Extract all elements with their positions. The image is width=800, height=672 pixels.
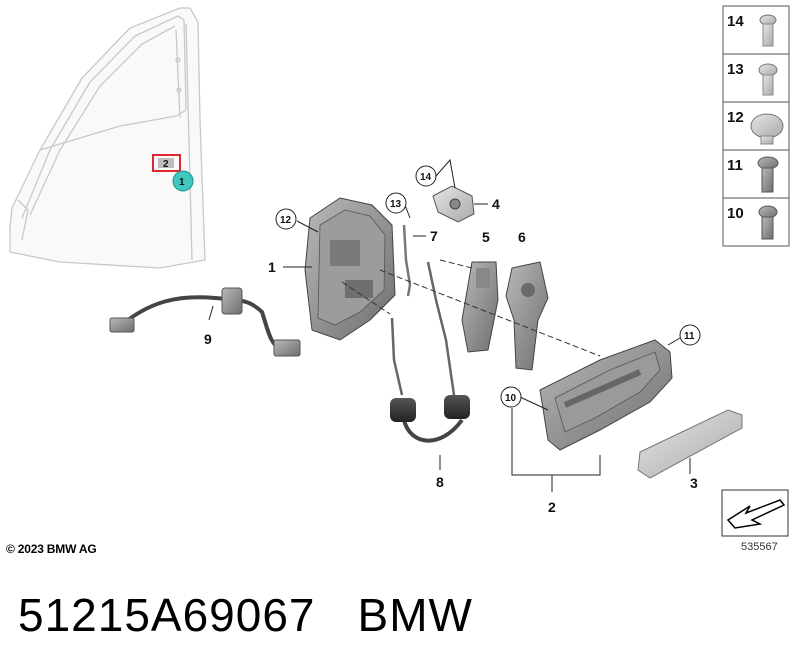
door-panel [9,7,206,269]
part-2-handle-carrier [539,339,673,451]
fastener-label-14: 14 [727,13,744,30]
alignment-lines [341,259,601,357]
door-callout-1: 1 [179,177,185,188]
part-number-caption: 51215A69067 BMW [18,588,515,642]
svg-text:13: 13 [390,199,402,210]
fastener-panel: 14 13 12 11 10 [722,5,790,247]
callout-2: 2 [548,499,556,515]
door-highlight-marker: 2 1 [152,154,194,192]
svg-text:14: 14 [420,172,432,183]
brand-name: BMW [357,589,473,641]
screw-icon [758,63,778,96]
part-3-cover-cap [637,409,743,479]
part-1-lock-housing [304,197,396,341]
fastener-label-11: 11 [727,157,743,174]
callout-6: 6 [518,229,526,245]
exploded-parts-diagram: 2 1 [9,5,790,537]
callout-5: 5 [482,229,490,245]
callout-1: 1 [268,259,276,275]
screw-icon [758,205,778,240]
callout-13-circle: 13 [385,192,407,214]
fastener-label-13: 13 [727,61,744,78]
copyright-text: © 2023 BMW AG [6,542,97,556]
part-number: 51215A69067 [18,589,316,641]
callout-7: 7 [430,228,438,244]
callout-9: 9 [204,331,212,347]
fastener-label-10: 10 [727,205,744,222]
screw-icon [750,113,784,145]
svg-text:10: 10 [505,393,517,404]
callout-8: 8 [436,474,444,490]
fastener-label-12: 12 [727,109,744,126]
callout-10-circle: 10 [500,386,522,408]
part-7-rod [402,224,412,297]
screw-icon [759,14,777,47]
leader-lines [208,158,691,492]
part-4-bracket [432,185,475,223]
screw-icon [757,156,779,193]
callout-4: 4 [492,196,500,212]
callout-14-circle: 14 [415,165,437,187]
part-5-guide [461,261,499,353]
callout-3: 3 [690,475,698,491]
callout-12-circle: 12 [275,208,297,230]
part-8-bowden-cables [390,261,470,443]
reference-arrow-box [721,489,789,537]
callout-11-circle: 11 [679,324,701,346]
arrow-icon [726,499,786,529]
svg-text:12: 12 [280,215,292,226]
svg-text:11: 11 [684,331,695,342]
door-callout-2: 2 [163,159,169,170]
part-6-carrier [505,261,549,371]
diagram-number: 535567 [741,541,778,553]
part-9-wiring-harness [109,287,301,357]
